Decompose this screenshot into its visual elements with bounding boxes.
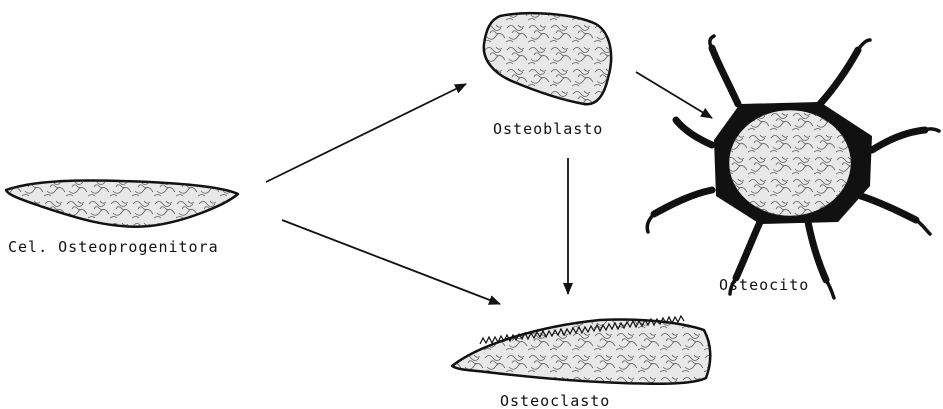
osteoprogenitor-cell (6, 180, 238, 226)
osteoblast-label: Osteoblasto (493, 120, 603, 138)
osteoblast-cell (484, 13, 611, 104)
osteocyte-label: Osteocito (719, 276, 809, 294)
arrow-osteoblast-to-osteocyte (636, 72, 712, 118)
osteoclast-label: Osteoclasto (500, 392, 610, 409)
arrow-progenitor-to-osteoblast (266, 84, 466, 182)
osteocyte-cell (647, 36, 939, 298)
progenitor-label: Cel. Osteoprogenitora (8, 238, 219, 256)
osteoclast-cell (452, 316, 710, 384)
arrow-progenitor-to-osteoclast (282, 220, 500, 304)
